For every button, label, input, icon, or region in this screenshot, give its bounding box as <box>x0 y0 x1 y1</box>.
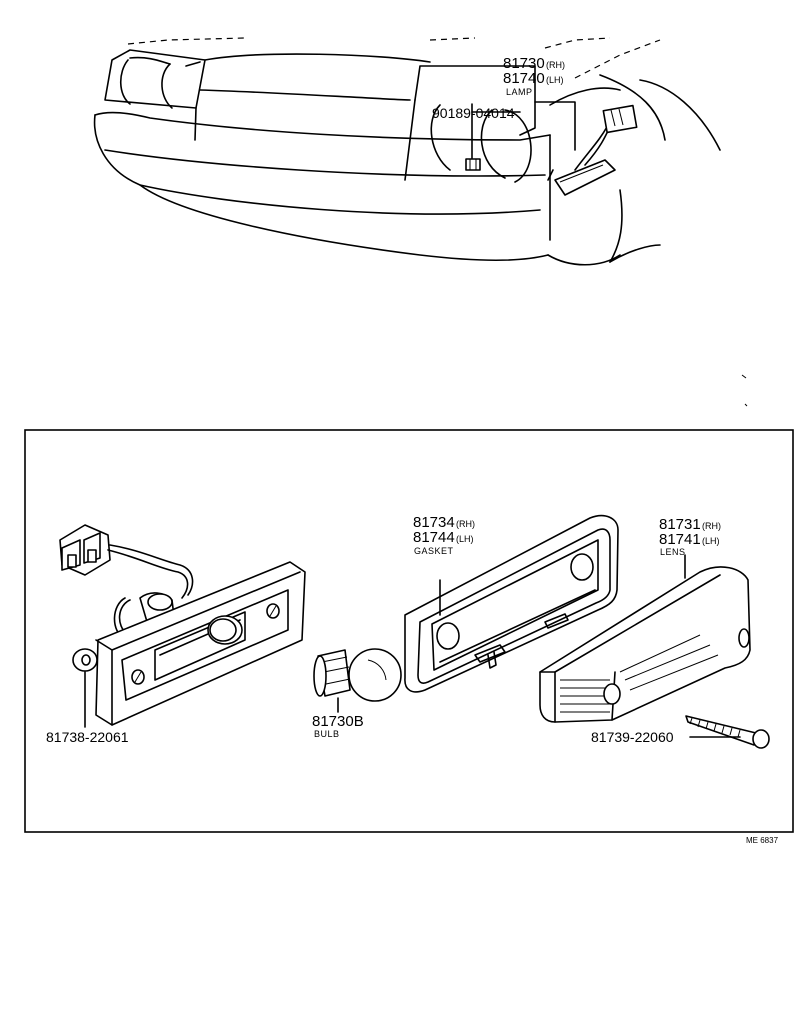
lens-rh-number: 81731 <box>659 516 701 533</box>
screw-illustration <box>685 715 770 749</box>
bulb-illustration <box>313 648 402 713</box>
bulb-name: BULB <box>314 729 340 739</box>
exploded-view-frame <box>24 429 794 833</box>
gasket-lh-suffix: (LH) <box>456 534 474 544</box>
gasket-callout: 81734 (RH) 81744 (LH) GASKET <box>413 514 475 556</box>
gasket-rh-suffix: (RH) <box>456 519 475 529</box>
lamp-housing-illustration <box>59 524 306 726</box>
lamp-rh-number: 81730 <box>503 55 545 72</box>
lens-lh-number: 81741 <box>659 531 701 548</box>
bulb-number: 81730B <box>312 713 364 730</box>
gasket-illustration <box>404 514 619 693</box>
stray-mark <box>744 403 748 407</box>
bulb-callout: 81730B BULB <box>312 713 364 739</box>
lens-lh-suffix: (LH) <box>702 536 720 546</box>
clip-callout: 90189-04014 <box>432 105 515 121</box>
screw-number: 81739-22060 <box>591 729 674 745</box>
gasket-name: GASKET <box>414 546 454 556</box>
lens-callout: 81731 (RH) 81741 (LH) LENS <box>659 516 721 557</box>
washer-number: 81738-22061 <box>46 729 129 745</box>
gasket-rh-number: 81734 <box>413 514 455 531</box>
lamp-callout: 81730 (RH) 81740 (LH) LAMP <box>503 55 565 97</box>
screw-callout: 81739-22060 <box>591 729 674 745</box>
lamp-lh-number: 81740 <box>503 70 545 87</box>
lens-rh-suffix: (RH) <box>702 521 721 531</box>
washer-callout: 81738-22061 <box>46 729 129 745</box>
diagram-code: ME 6837 <box>746 836 779 845</box>
lens-name: LENS <box>660 547 686 557</box>
lamp-name: LAMP <box>506 87 533 97</box>
vehicle-front-illustration <box>93 37 721 266</box>
stray-mark <box>741 374 747 379</box>
lamp-rh-suffix: (RH) <box>546 60 565 70</box>
lamp-lh-suffix: (LH) <box>546 75 564 85</box>
clip-number: 90189-04014 <box>432 105 515 121</box>
gasket-lh-number: 81744 <box>413 529 455 546</box>
lens-illustration <box>539 554 751 723</box>
washer-illustration <box>72 648 98 728</box>
